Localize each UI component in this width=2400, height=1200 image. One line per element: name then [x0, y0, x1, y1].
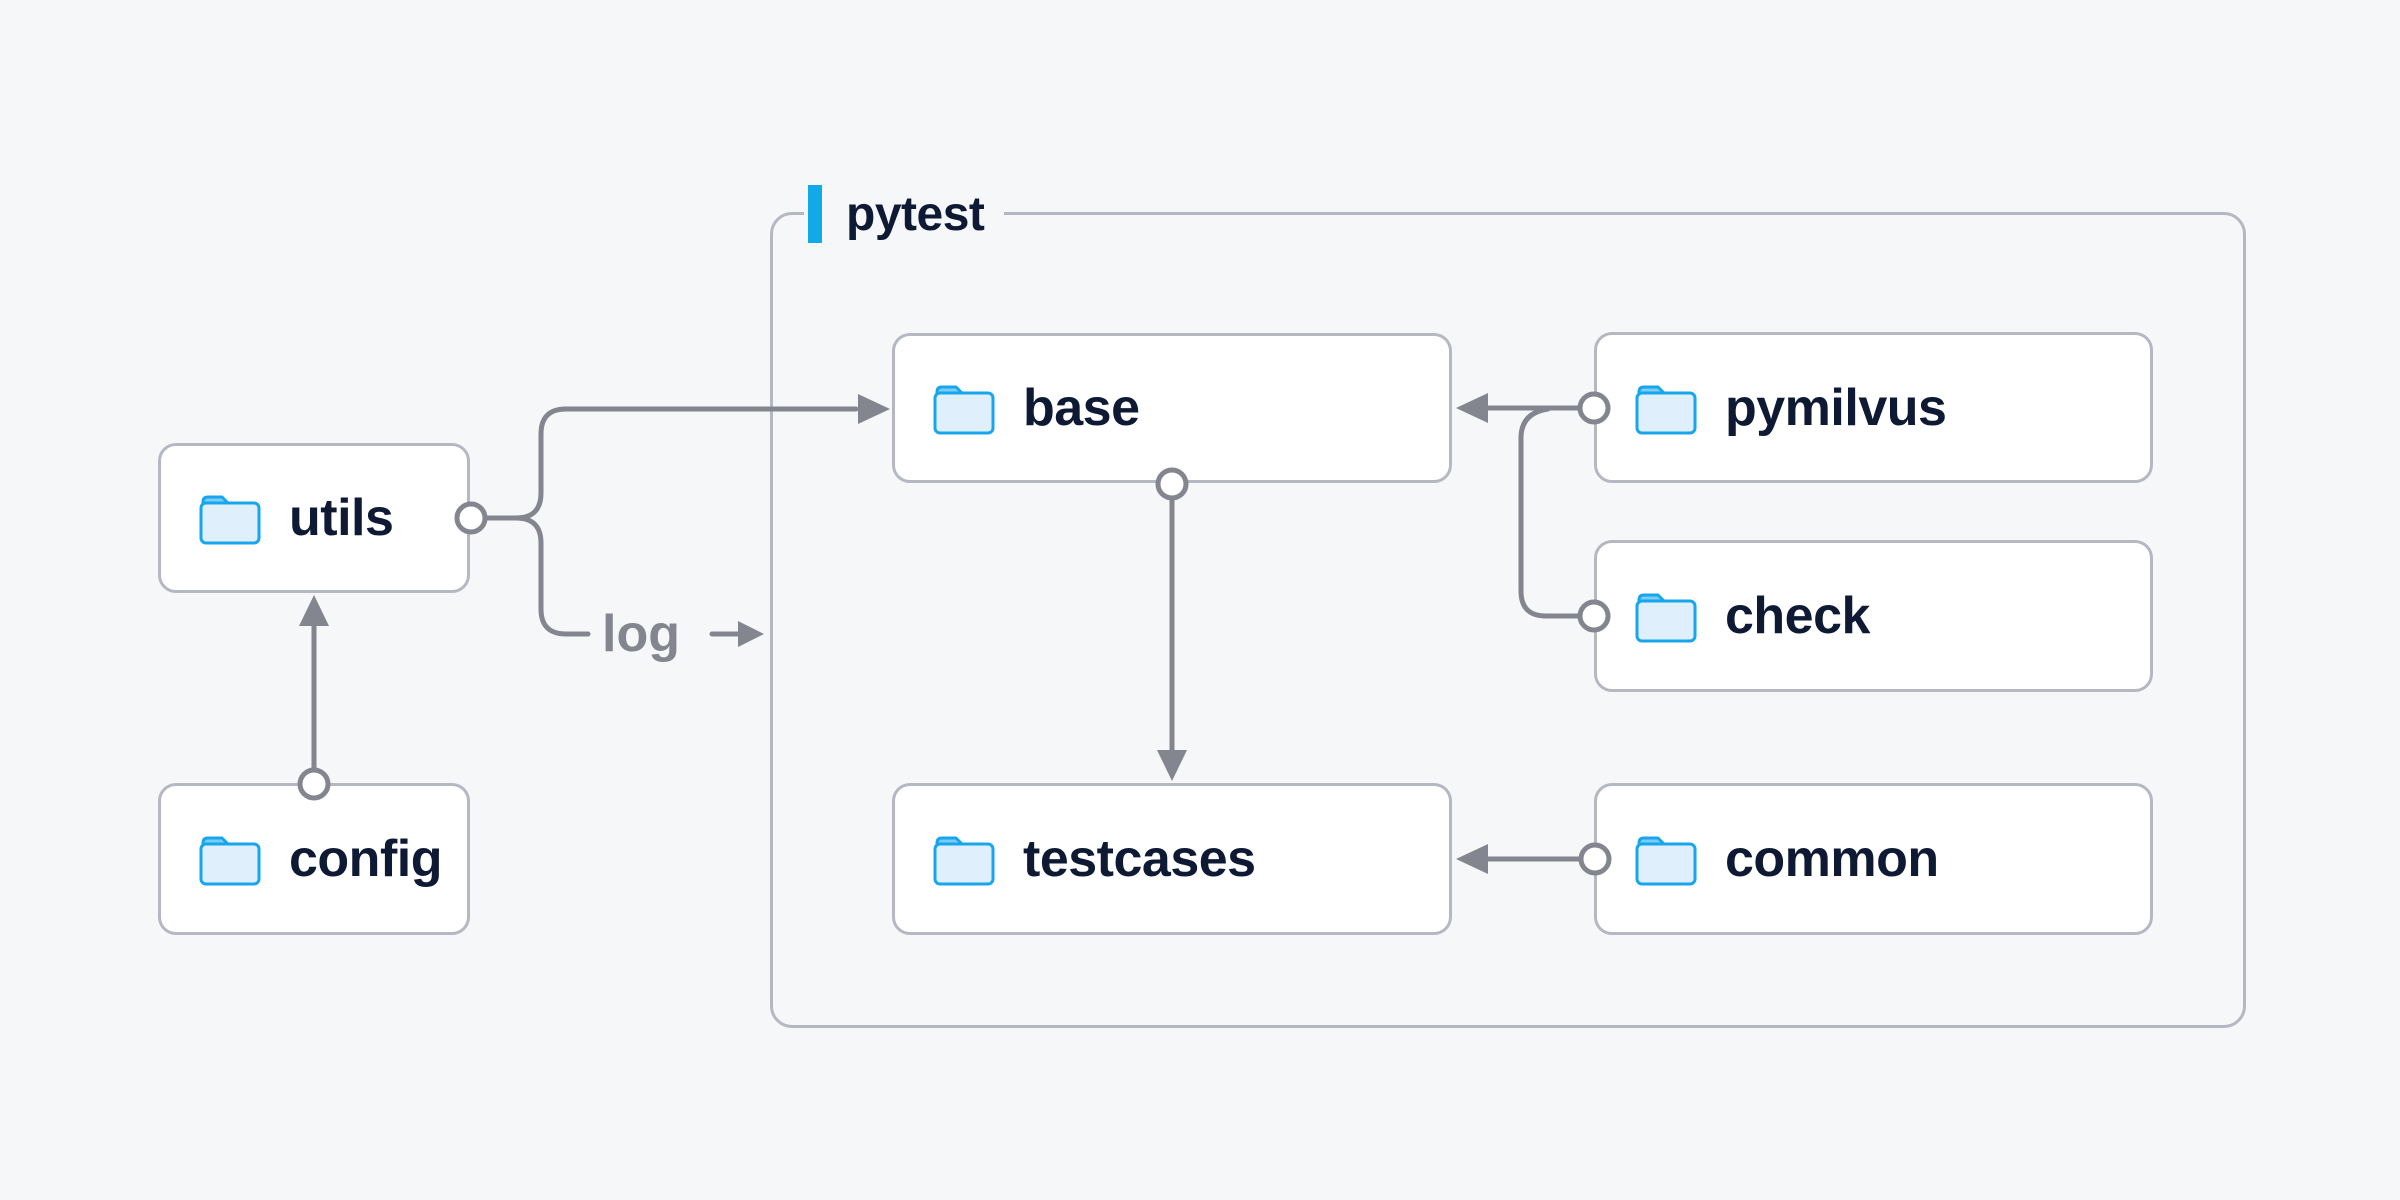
accent-bar-icon [808, 185, 822, 243]
folder-icon [1633, 588, 1699, 644]
node-label: base [1023, 379, 1140, 437]
log-edge-label: log [602, 605, 680, 663]
node-base: base [892, 333, 1452, 483]
node-label: testcases [1023, 830, 1256, 888]
node-common: common [1594, 783, 2153, 935]
folder-icon [1633, 831, 1699, 887]
pytest-group-container [770, 212, 2246, 1028]
node-label: check [1725, 587, 1870, 645]
folder-icon [197, 490, 263, 546]
node-config: config [158, 783, 470, 935]
folder-icon [197, 831, 263, 887]
node-pymilvus: pymilvus [1594, 332, 2153, 483]
node-testcases: testcases [892, 783, 1452, 935]
folder-icon [931, 831, 997, 887]
pytest-group-label: pytest [804, 183, 1005, 245]
folder-icon [1633, 380, 1699, 436]
node-label: pymilvus [1725, 378, 1947, 437]
node-label: config [289, 830, 442, 888]
node-label: utils [289, 489, 394, 547]
node-label: common [1725, 830, 1939, 888]
folder-icon [931, 380, 997, 436]
edge-config-utils [297, 595, 331, 801]
log-arrow-icon [738, 621, 764, 647]
node-utils: utils [158, 443, 470, 593]
pytest-group-label-text: pytest [846, 187, 985, 241]
node-check: check [1594, 540, 2153, 692]
